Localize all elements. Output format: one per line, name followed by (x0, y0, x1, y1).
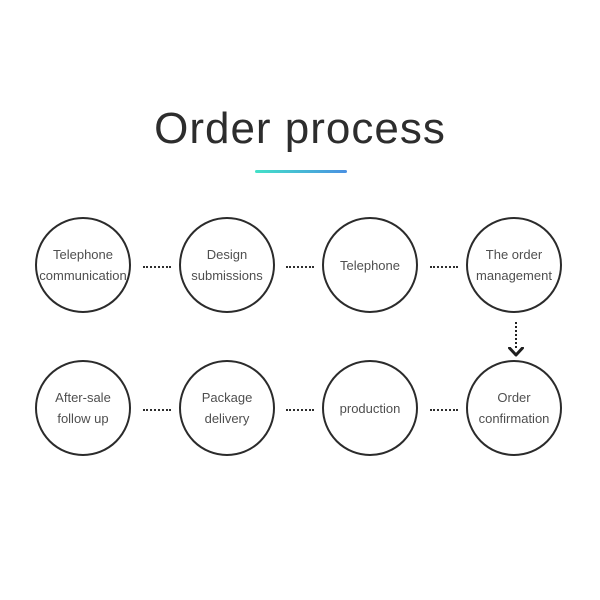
dotted-connector (286, 409, 314, 411)
step-order-confirmation: Order confirmation (466, 360, 562, 456)
step-production: production (322, 360, 418, 456)
step-order-management: The order management (466, 217, 562, 313)
step-telephone: Telephone (322, 217, 418, 313)
dotted-connector (286, 266, 314, 268)
dotted-connector (430, 266, 458, 268)
dotted-connector-vertical (515, 322, 517, 348)
step-design-submissions: Design submissions (179, 217, 275, 313)
step-telephone-communication: Telephone communication (35, 217, 131, 313)
chevron-down-icon (508, 347, 524, 357)
dotted-connector (143, 266, 171, 268)
title-underline (255, 170, 347, 173)
page-title: Order process (154, 104, 446, 153)
step-package-delivery: Package delivery (179, 360, 275, 456)
step-after-sale-follow-up: After-sale follow up (35, 360, 131, 456)
dotted-connector (143, 409, 171, 411)
dotted-connector (430, 409, 458, 411)
